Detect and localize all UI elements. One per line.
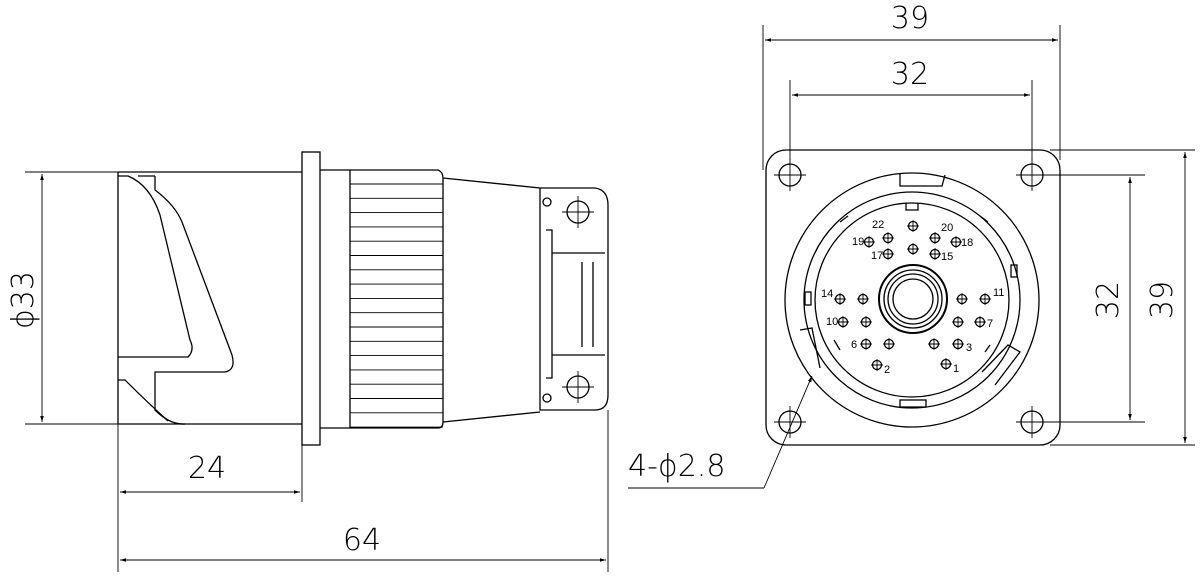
outer-shell-ring (784, 172, 1040, 428)
pin-number-label: 18 (961, 237, 973, 249)
contact-pin: 14 (821, 288, 846, 305)
contact-pin: 17 (871, 248, 894, 262)
contact-pin (956, 293, 968, 305)
hole-spacing-label: 32 (891, 57, 929, 92)
contact-pin (907, 243, 919, 255)
mounting-hole-label: 4-ϕ2.8 (628, 449, 725, 484)
pin-number-label: 22 (872, 219, 884, 231)
mounting-hole-icon (774, 406, 806, 438)
pin-number-label: 7 (987, 318, 993, 330)
insert-ring (814, 202, 1010, 398)
pin-number-label: 1 (953, 363, 959, 375)
flange-width-label: 39 (891, 1, 929, 36)
pin-number-label: 10 (826, 316, 838, 328)
dimension-24: 24 (117, 410, 609, 572)
inner-ring (803, 191, 1021, 409)
plug-front-body (117, 171, 302, 425)
dimension-32-top: 32 (789, 57, 1033, 160)
center-coax-contact (878, 264, 948, 334)
contact-pin: 22 (872, 219, 894, 244)
side-view: ϕ33 24 64 (6, 151, 609, 572)
dimension-64: 64 (120, 523, 606, 562)
dimension-32-right: 32 (1048, 174, 1145, 423)
contact-pin: 11 (979, 287, 1004, 305)
pin-number-label: 6 (851, 339, 857, 351)
contact-pin: 18 (950, 236, 973, 249)
dimension-39-top: 39 (762, 1, 1061, 170)
contact-pin: 2 (871, 359, 890, 376)
mounting-hole-callout: 4-ϕ2.8 (628, 375, 813, 489)
diameter-label: ϕ33 (6, 271, 41, 329)
pin-number-label: 15 (941, 251, 953, 263)
hole-spacing-vertical-label: 32 (1091, 281, 1126, 319)
contact-pin (928, 338, 940, 350)
clamp-screw-icon (562, 371, 594, 403)
square-flange (765, 149, 1061, 446)
overall-length-label: 64 (343, 523, 381, 558)
mounting-hole-icon (1016, 406, 1048, 438)
contact-pin (907, 220, 919, 232)
contact-pin (857, 293, 869, 305)
contact-pin: 19 (852, 236, 875, 248)
contact-pin: 6 (851, 338, 872, 351)
contact-pin (860, 316, 872, 328)
contact-pin: 3 (952, 338, 972, 354)
contact-pin: 7 (974, 316, 993, 330)
dimension-diameter: ϕ33 (6, 171, 118, 425)
contact-pin (952, 316, 964, 328)
pin-number-label: 11 (993, 287, 1004, 299)
pin-number-label: 14 (821, 288, 833, 300)
taper-body (442, 177, 541, 423)
pin-number-label: 3 (966, 342, 972, 354)
pin-number-label: 20 (941, 222, 953, 234)
contact-pin: 10 (826, 316, 849, 328)
flange-to-front-label: 24 (188, 451, 226, 486)
cable-clamp (539, 187, 609, 411)
dimension-39-right: 39 (1050, 149, 1195, 446)
contact-pin: 1 (940, 358, 959, 375)
clamp-screw-icon (562, 196, 594, 228)
pin-number-label: 2 (884, 364, 890, 376)
pin-number-label: 19 (852, 236, 864, 248)
flange-height-label: 39 (1145, 281, 1180, 319)
contact-pin (883, 338, 895, 350)
contact-pin: 20 (929, 222, 953, 244)
keyways (799, 173, 1021, 408)
pin-number-label: 17 (871, 250, 883, 262)
mounting-hole-icon (774, 159, 806, 191)
mounting-hole-icon (1016, 159, 1048, 191)
contact-pin: 15 (929, 248, 953, 263)
mounting-flange (301, 151, 321, 446)
coupling-nut (320, 169, 444, 429)
